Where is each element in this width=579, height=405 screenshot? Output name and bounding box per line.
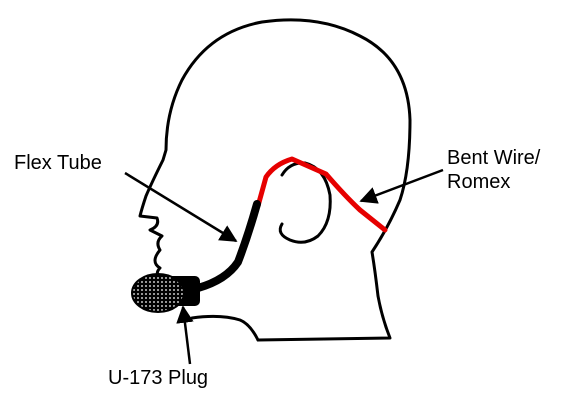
flex-tube-label: Flex Tube bbox=[14, 152, 102, 174]
bent-wire-label: Bent Wire/ Romex bbox=[447, 146, 540, 194]
bent-wire-label-line2: Romex bbox=[447, 171, 511, 193]
microphone-windscreen bbox=[131, 273, 185, 313]
head-outline bbox=[138, 18, 412, 342]
bent-wire-arrow bbox=[359, 168, 444, 204]
jaw-outline bbox=[190, 314, 260, 342]
plug-label: U-173 Plug bbox=[108, 367, 209, 389]
flex-tube bbox=[194, 200, 261, 292]
bent-wire-label-line1: Bent Wire/ bbox=[447, 147, 541, 169]
bent-wire bbox=[255, 156, 388, 233]
flex-tube-arrow bbox=[124, 171, 238, 243]
plug-arrow bbox=[176, 305, 194, 365]
